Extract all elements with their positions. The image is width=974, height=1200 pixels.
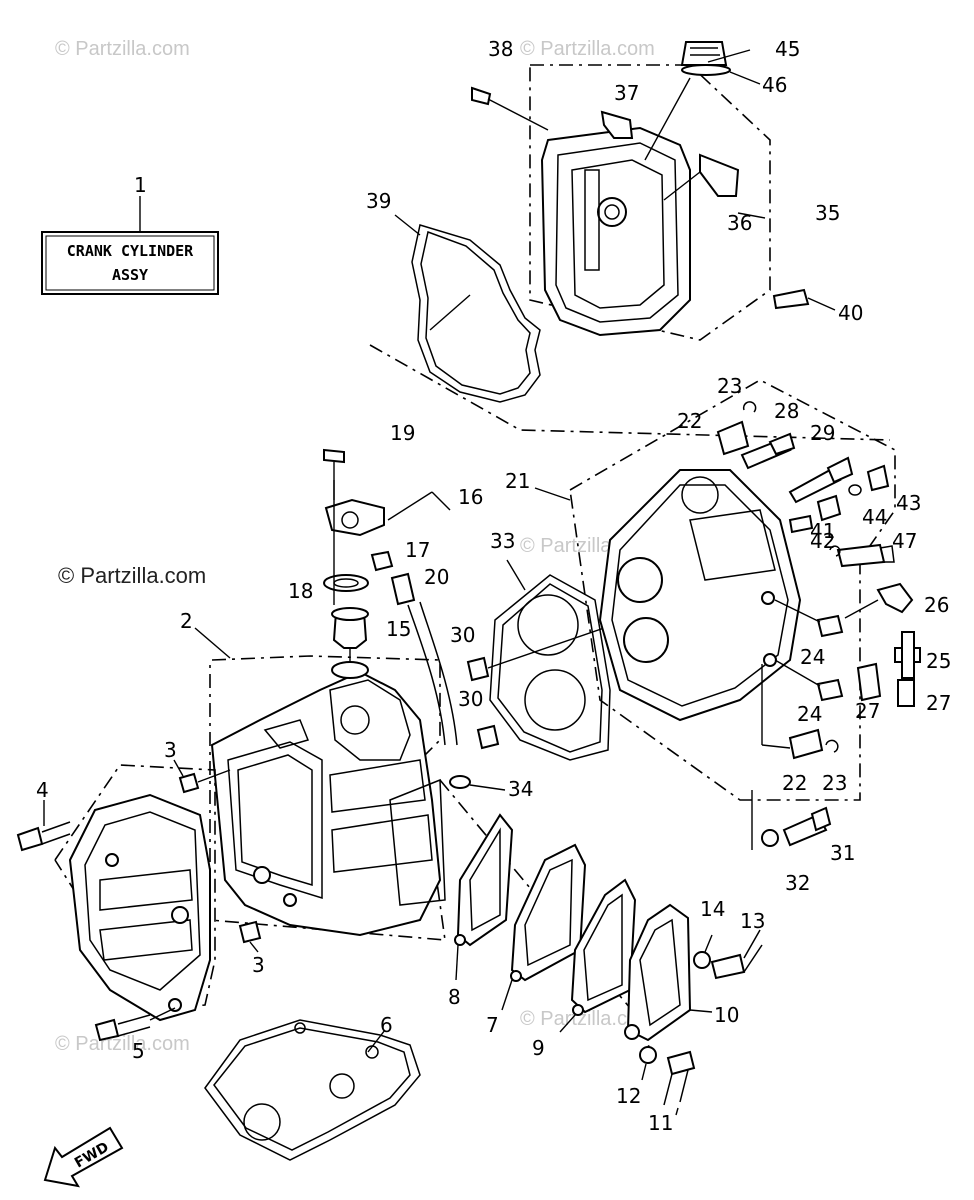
assy-box-line2: ASSY: [112, 266, 148, 284]
thermostat-group: [323, 448, 458, 746]
watermark-top-left: © Partzilla.com: [55, 38, 190, 60]
part-label-14[interactable]: 14: [700, 897, 725, 921]
part-label-46[interactable]: 46: [762, 73, 787, 97]
part-label-30-upper[interactable]: 30: [450, 623, 475, 647]
watermark-top-center: © Partzilla.com: [520, 38, 655, 60]
part-label-33[interactable]: 33: [490, 529, 515, 553]
part-label-41[interactable]: 41: [810, 519, 835, 543]
watermark-main: © Partzilla.com: [58, 563, 206, 588]
part-label-23-upper[interactable]: 23: [717, 374, 742, 398]
part-label-28[interactable]: 28: [774, 399, 799, 423]
part-label-16[interactable]: 16: [458, 485, 483, 509]
dowel-pins: [173, 759, 262, 953]
part-label-3-lower[interactable]: 3: [252, 953, 265, 977]
exhaust-covers: [439, 779, 763, 1116]
base-gasket: [204, 1019, 421, 1161]
part-label-22-lower[interactable]: 22: [782, 771, 807, 795]
part-label-4[interactable]: 4: [36, 778, 49, 802]
part-label-45[interactable]: 45: [775, 37, 800, 61]
part-label-21[interactable]: 21: [505, 469, 530, 493]
part-label-15[interactable]: 15: [386, 617, 411, 641]
part-label-40[interactable]: 40: [838, 301, 863, 325]
part-label-39[interactable]: 39: [366, 189, 391, 213]
part-label-1[interactable]: 1: [134, 173, 147, 197]
head-gasket: [489, 559, 611, 761]
head-cover-group: [471, 41, 836, 341]
forward-direction-arrow: FWD: [43, 1126, 124, 1188]
part-label-19[interactable]: 19: [390, 421, 415, 445]
part-label-20[interactable]: 20: [424, 565, 449, 589]
part-label-30-lower[interactable]: 30: [458, 687, 483, 711]
part-label-44[interactable]: 44: [862, 505, 887, 529]
part-label-3-upper[interactable]: 3: [164, 738, 177, 762]
assy-box-line1: CRANK CYLINDER: [67, 242, 194, 260]
part-label-35[interactable]: 35: [815, 201, 840, 225]
part-label-23-lower[interactable]: 23: [822, 771, 847, 795]
part-label-43[interactable]: 43: [896, 491, 921, 515]
part-label-13[interactable]: 13: [740, 909, 765, 933]
part-label-31[interactable]: 31: [830, 841, 855, 865]
watermark-bottom-left: © Partzilla.com: [55, 1033, 190, 1055]
part-label-8[interactable]: 8: [448, 985, 461, 1009]
crankcase: [16, 764, 216, 1042]
part-label-17[interactable]: 17: [405, 538, 430, 562]
part-label-7[interactable]: 7: [486, 1013, 499, 1037]
part-label-6[interactable]: 6: [380, 1013, 393, 1037]
part-label-24-lower[interactable]: 24: [797, 702, 822, 726]
part-label-5[interactable]: 5: [132, 1039, 145, 1063]
part-label-29[interactable]: 29: [810, 421, 835, 445]
dowels-30: [449, 594, 701, 791]
part-label-25[interactable]: 25: [926, 649, 951, 673]
part-label-24-upper[interactable]: 24: [800, 645, 825, 669]
part-label-42[interactable]: 42: [810, 529, 835, 553]
part-label-37[interactable]: 37: [614, 81, 639, 105]
part-label-12[interactable]: 12: [616, 1084, 641, 1108]
cylinder-head-group: [534, 379, 921, 850]
part-label-18[interactable]: 18: [288, 579, 313, 603]
part-label-11[interactable]: 11: [648, 1111, 673, 1135]
part-label-9[interactable]: 9: [532, 1036, 545, 1060]
part-label-38[interactable]: 38: [488, 37, 513, 61]
part-label-10[interactable]: 10: [714, 1003, 739, 1027]
part-label-47[interactable]: 47: [892, 529, 917, 553]
part-label-32[interactable]: 32: [785, 871, 810, 895]
part-label-34[interactable]: 34: [508, 777, 533, 801]
part-label-22-upper[interactable]: 22: [677, 409, 702, 433]
crank-cylinder-assy-box[interactable]: CRANK CYLINDER ASSY: [41, 196, 219, 295]
part-label-2[interactable]: 2: [180, 609, 193, 633]
part-number-labels: 2 3 3 4 5 6 7 8 9 10 11 12 13 14 15 16 1…: [36, 37, 951, 1135]
part-label-27-right[interactable]: 27: [926, 691, 951, 715]
cylinder-block: [194, 627, 446, 941]
part-label-36[interactable]: 36: [727, 211, 752, 235]
part-label-26[interactable]: 26: [924, 593, 949, 617]
watermark-bottom-center: © Partzilla.com: [520, 1008, 655, 1030]
head-cover-gasket: [369, 214, 891, 441]
part-label-27-left[interactable]: 27: [855, 699, 880, 723]
